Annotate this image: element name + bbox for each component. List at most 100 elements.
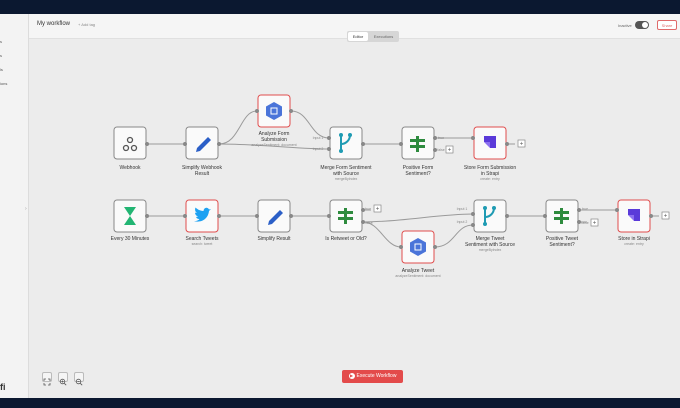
output-port[interactable] (433, 245, 437, 249)
port-label[interactable]: false (437, 148, 444, 152)
input-port[interactable] (543, 214, 547, 218)
tab-executions[interactable]: Executions (373, 34, 394, 39)
port-label[interactable]: true (438, 136, 444, 140)
add-tag-link[interactable]: + Add tag (78, 22, 96, 27)
workflow-title[interactable]: My workflow (37, 21, 71, 27)
add-node-button[interactable] (661, 211, 670, 220)
node-label: Analyze Tweet (402, 268, 435, 274)
output-port-false[interactable] (433, 148, 437, 152)
add-node-button[interactable] (517, 139, 526, 148)
top-bar: My workflow + Add tag Inactive Share (0, 14, 680, 39)
node-every-30: Every 30 Minutes (111, 199, 150, 242)
output-port[interactable] (649, 214, 653, 218)
output-port-false[interactable] (361, 220, 365, 224)
port-label[interactable]: true (582, 207, 588, 211)
zoom-out-button[interactable] (74, 372, 84, 386)
input-port[interactable] (327, 214, 331, 218)
node-box[interactable] (113, 199, 147, 233)
node-search-tweets: Search Tweets search: tweet (183, 199, 221, 246)
input-port[interactable] (327, 147, 331, 151)
node-sub: analyzeSentiment: document (395, 274, 440, 278)
node-label-line2: Submission (261, 137, 287, 143)
output-port[interactable] (505, 142, 509, 146)
node-positive-form: true false + Positive Form Sentiment? (399, 126, 454, 177)
node-label-line1: Merge Form Sentiment (320, 165, 372, 171)
input-port[interactable] (471, 223, 475, 227)
play-icon: ▶ (348, 372, 355, 379)
if-icon (338, 208, 353, 224)
share-button[interactable]: Share (657, 20, 677, 30)
execute-workflow-button[interactable]: ▶Execute Workflow (342, 370, 403, 383)
add-node-button[interactable] (445, 145, 454, 154)
sidebar: s s ls ions fi (0, 14, 29, 398)
output-port-true[interactable] (433, 136, 437, 140)
node-label-line2: Sentiment with Source (465, 242, 515, 248)
sidebar-item[interactable]: ions (0, 81, 8, 86)
input-port[interactable] (399, 245, 403, 249)
node-label-line1: Positive Form (403, 165, 434, 171)
input-port[interactable] (183, 214, 187, 218)
input-port[interactable] (327, 136, 331, 140)
input-port[interactable] (255, 214, 259, 218)
node-sub: analyzeSentiment: document (251, 143, 296, 147)
output-port[interactable] (145, 214, 149, 218)
zoom-in-button[interactable] (58, 372, 68, 386)
sidebar-item[interactable]: s (0, 53, 2, 58)
node-label-line2: in Strapi (481, 171, 499, 177)
node-sub: create: entry (480, 177, 500, 181)
node-label-line1: Analyze Form (259, 131, 290, 137)
input-port[interactable] (471, 212, 475, 216)
port-label[interactable]: Input 1 (457, 207, 468, 211)
output-port[interactable] (145, 142, 149, 146)
svg-text:+: + (664, 214, 668, 220)
output-port[interactable] (217, 142, 221, 146)
add-node-button[interactable] (373, 204, 382, 213)
output-port-false[interactable] (577, 220, 581, 224)
node-label: Simplify Result (257, 236, 291, 242)
node-webhook: Webhook (113, 126, 149, 171)
output-port[interactable] (217, 214, 221, 218)
input-port[interactable] (615, 208, 619, 212)
port-label[interactable]: false (365, 221, 372, 225)
node-label: Search Tweets (186, 236, 219, 242)
google-nl-icon (410, 238, 426, 256)
output-port[interactable] (289, 214, 293, 218)
sidebar-item[interactable]: s (0, 39, 2, 44)
add-node-button[interactable] (590, 218, 599, 227)
output-port[interactable] (361, 142, 365, 146)
zoom-to-fit-button[interactable] (42, 372, 52, 386)
node-label-line1: Positive Tweet (546, 236, 579, 242)
node-store-strapi: + Store in Strapi create: entry (615, 199, 670, 246)
logo: fi (0, 382, 6, 392)
connection (362, 221, 402, 248)
input-port[interactable] (399, 142, 403, 146)
hourglass-icon (124, 207, 136, 225)
zoom-in-icon (59, 378, 67, 386)
input-port[interactable] (471, 136, 475, 140)
port-label[interactable]: Input 2 (313, 147, 324, 151)
view-tabs: Editor Executions (347, 31, 399, 42)
workflow-canvas[interactable]: Webhook Simplify Webhook Result Analyze … (0, 14, 680, 398)
port-label[interactable]: Input 2 (457, 220, 468, 224)
port-label[interactable]: true (365, 207, 371, 211)
output-port[interactable] (289, 109, 293, 113)
node-label-line1: Store Form Submission (464, 165, 516, 171)
if-icon (554, 208, 569, 224)
input-port[interactable] (183, 142, 187, 146)
node-label: Store in Strapi (618, 236, 650, 242)
node-label-line1: Simplify Webhook (182, 165, 222, 171)
input-port[interactable] (255, 109, 259, 113)
sidebar-item[interactable]: ls (0, 67, 3, 72)
output-port[interactable] (505, 214, 509, 218)
connection (434, 224, 474, 248)
node-label-line1: Merge Tweet (476, 236, 505, 242)
collapse-sidebar-icon[interactable]: › (25, 206, 27, 212)
tab-editor[interactable]: Editor (348, 32, 368, 41)
port-label[interactable]: Input 1 (313, 136, 324, 140)
google-nl-icon (266, 102, 282, 120)
port-label[interactable]: false (581, 221, 588, 225)
zoom-out-icon (75, 378, 83, 386)
output-port-true[interactable] (577, 208, 581, 212)
active-toggle[interactable] (635, 21, 649, 29)
output-port-true[interactable] (361, 208, 365, 212)
